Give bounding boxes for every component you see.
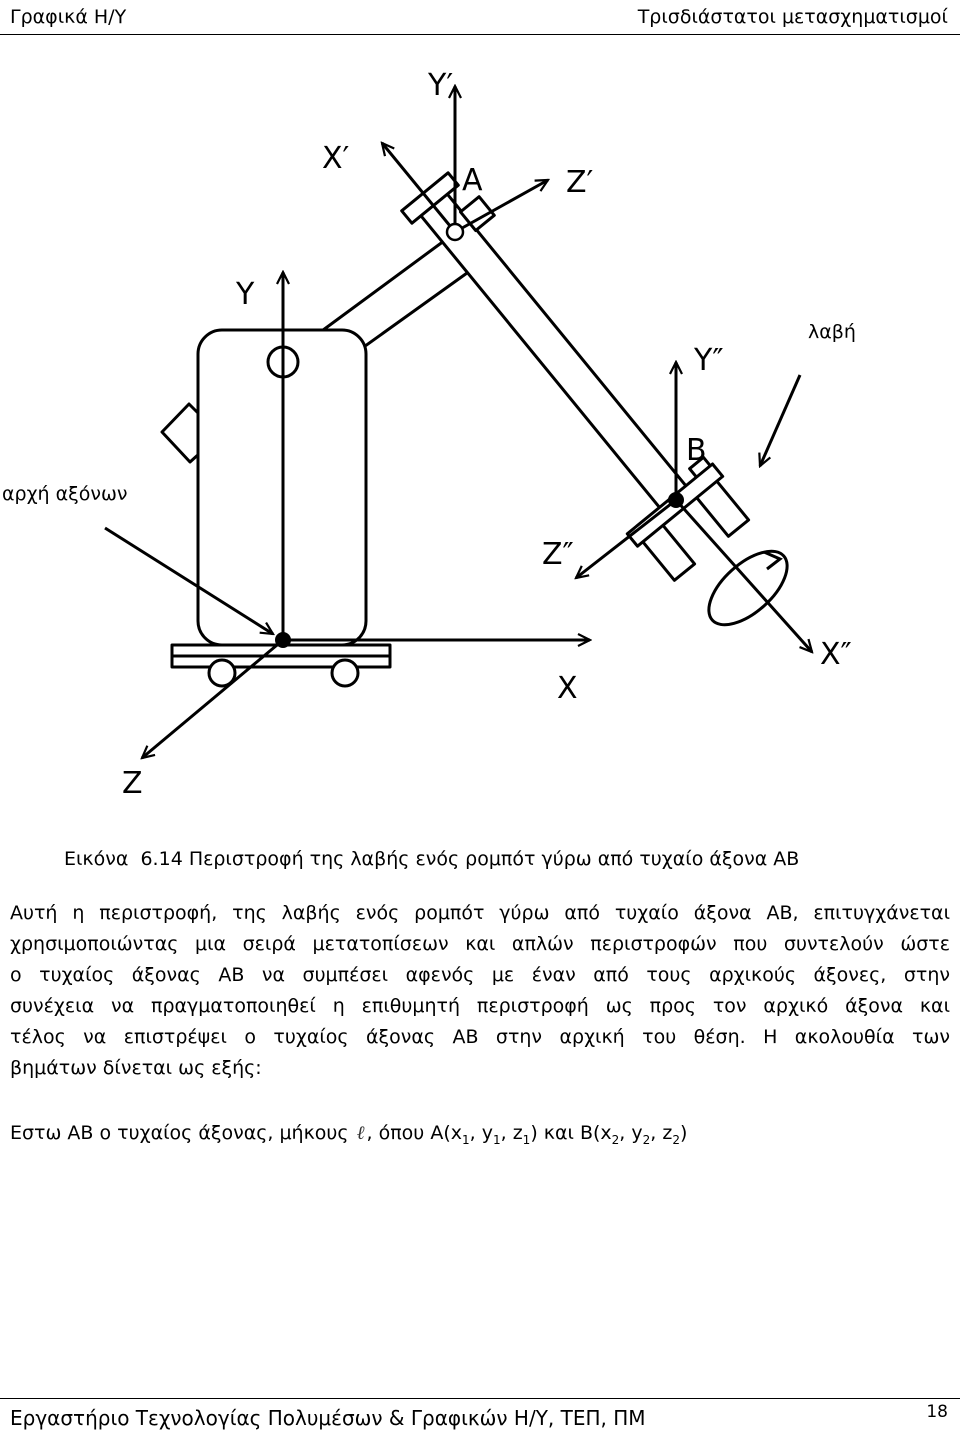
handle-callout-arrow [760,374,802,466]
definition-text: , όπου A(x [366,1122,462,1144]
figure-caption: Εικόνα 6.14 Περιστροφή της λαβής ενός ρο… [64,848,800,870]
header-chapter-title: Τρισδιάστατοι μετασχηματισμοί [637,6,948,28]
paragraph-line: συνέχεια να πραγματοποιηθεί η επιθυμητή … [10,995,950,1017]
subscript: 1 [462,1132,470,1147]
definition-text: ) [679,1122,688,1144]
footer-lab-name: Εργαστήριο Τεχνολογίας Πολυμέσων & Γραφι… [10,1406,646,1430]
paragraph-line: χρησιμοποιώντας μια σειρά μετατοπίσεων κ… [10,933,950,955]
definition-text: Εστω ΑΒ ο τυχαίος άξονας, μήκους [10,1122,355,1144]
label-z-prime: Z′ [566,165,594,200]
origin-point [275,632,291,648]
axis-definition: Εστω ΑΒ ο τυχαίος άξονας, μήκους ℓ, όπου… [10,1122,950,1147]
definition-text: , z [650,1122,673,1144]
paragraph-line: βημάτων δίνεται ως εξής: [10,1057,262,1079]
label-axes-origin: αρχή αξόνων [2,483,128,505]
label-point-b: B [686,433,707,468]
subscript: 2 [642,1132,651,1147]
arm-joint-block [459,195,496,232]
label-x-double-prime: X″ [820,637,852,672]
subscript: 2 [611,1132,620,1147]
point-a-marker [445,222,465,242]
label-x: X [557,671,578,706]
label-y-prime: Y′ [427,68,453,103]
trolley-wheel-right [330,658,360,688]
body-paragraph: Αυτή η περιστροφή, της λαβής ενός ρομπότ… [10,898,950,1084]
definition-text: , z [500,1122,523,1144]
rotation-ring [707,549,789,627]
z-prime-axis [454,178,548,234]
definition-text: , y [469,1122,493,1144]
origin-callout-arrow [104,526,273,634]
length-symbol: ℓ [356,1122,365,1144]
trolley-wheel-left [207,658,237,688]
page-number: 18 [926,1402,948,1422]
label-point-a: A [462,163,483,198]
subscript: 1 [492,1132,501,1147]
label-x-prime: X′ [322,141,350,176]
label-z-double-prime: Z″ [542,537,574,572]
x-double-prime-axis [674,498,812,652]
z-axis [142,638,284,758]
definition-text: , y [619,1122,643,1144]
label-handle: λαβή [808,321,856,343]
paragraph-line: ο τυχαίος άξονας ΑΒ να συμπέσει αφενός μ… [10,964,950,986]
z-double-prime-axis [576,498,677,578]
subscript: 2 [672,1132,680,1147]
definition-text: ) και B(x [530,1122,612,1144]
label-y: Y [235,277,255,312]
paragraph-line: Αυτή η περιστροφή, της λαβής ενός ρομπότ… [10,902,950,924]
x-prime-axis [382,143,457,233]
label-y-double-prime: Y″ [693,343,724,378]
subscript: 1 [522,1132,531,1147]
footer-divider [0,1398,960,1399]
paragraph-line: τέλος να επιστρέψει ο τυχαίος άξονας ΑΒ … [10,1026,950,1048]
point-b-marker [668,492,684,508]
rotation-direction-arrow [763,550,783,571]
header-course-title: Γραφικά Η/Υ [10,6,127,28]
robot-handle-rotation-diagram: Y′ X′ A Z′ Y λαβή Y″ B αρχή αξόνων Z″ X″… [2,68,856,801]
header-divider [0,34,960,35]
label-z: Z [122,766,143,801]
